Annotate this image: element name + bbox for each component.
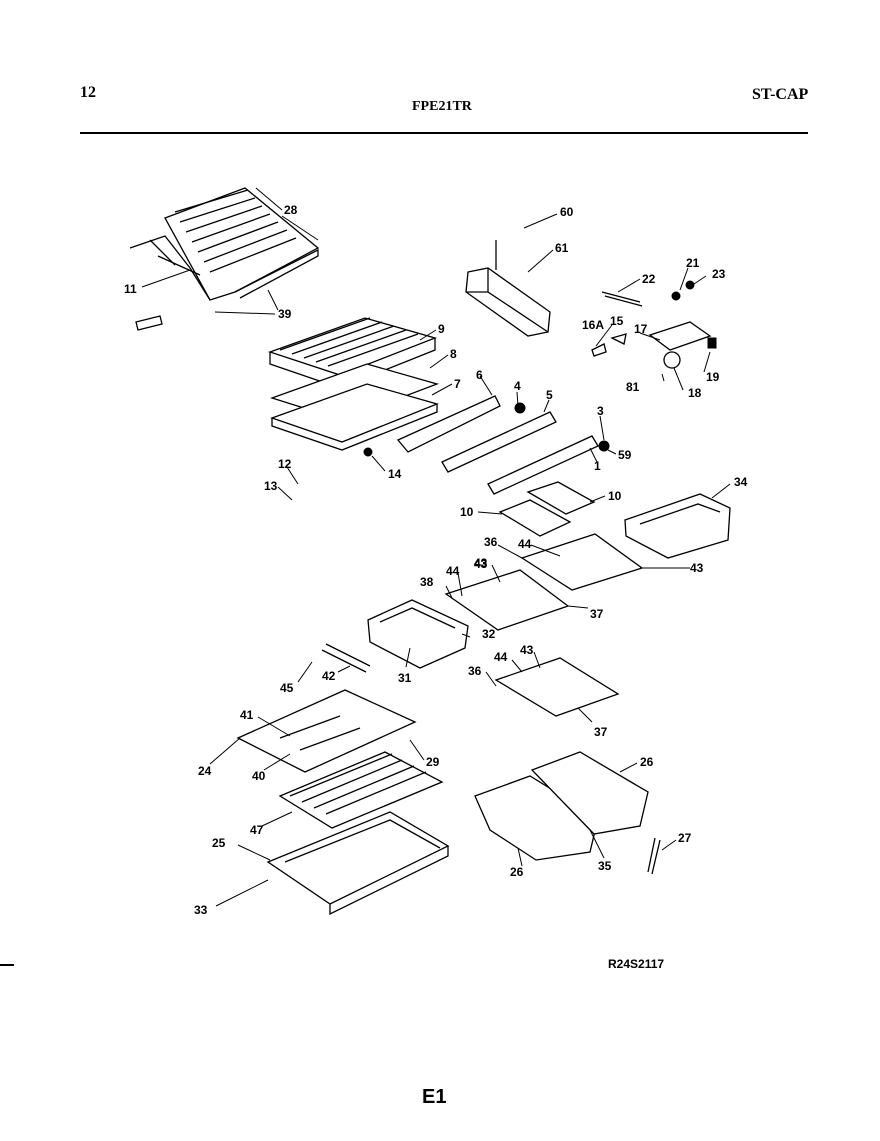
part-label: 59 [618,448,632,462]
part-label: 43 [474,557,488,571]
shelf-rail-part [363,395,610,495]
crisper-frame-part [266,811,450,916]
part-label: 8 [450,347,457,361]
part-label: 9 [438,322,445,336]
part-label: 17 [634,322,648,336]
part-label: 23 [712,267,726,281]
callout-labels: 28 11 39 60 61 22 21 23 16A 15 17 81 18 … [124,203,748,917]
ice-maker-housing-part [465,240,551,337]
part-label: 10 [608,489,622,503]
part-label: 3 [597,404,604,418]
part-label: 33 [194,903,208,917]
part-label: 16A [582,318,604,332]
part-label: 40 [252,769,266,783]
part-label: 43 [474,556,488,570]
part-label: 60 [560,205,574,219]
part-label: 38 [420,575,434,589]
leader-lines [141,187,731,907]
part-label: 29 [426,755,440,769]
freezer-shelf-stack-part [267,317,440,451]
part-label: 13 [264,479,278,493]
part-label: 31 [398,671,412,685]
part-label: 10 [460,505,474,519]
part-label: 22 [642,272,656,286]
part-label: 47 [250,823,264,837]
part-label: 15 [610,314,624,328]
part-label: 37 [594,725,608,739]
part-label: 5 [546,388,553,402]
freezer-shelf-part [129,187,320,331]
part-label: 14 [388,467,402,481]
crisper-drawer-part [474,751,661,875]
part-label: 36 [468,664,482,678]
part-label: 41 [240,708,254,722]
control-assembly-part [591,280,717,369]
part-label: 18 [688,386,702,400]
crisper-cover-part [278,643,444,829]
part-label: 81 [626,380,640,394]
part-label: 43 [520,643,534,657]
part-label: 35 [598,859,612,873]
part-label: 42 [322,669,336,683]
part-label: 44 [494,650,508,664]
figure-code: R24S2117 [608,957,664,971]
part-label: 24 [198,764,212,778]
part-label: 44 [518,537,532,551]
part-label: 36 [484,535,498,549]
section-label: E1 [422,1086,447,1108]
part-label: 19 [706,370,720,384]
part-label: 21 [686,256,700,270]
part-label: 26 [510,865,524,879]
part-label: 4 [514,379,521,393]
section-code: ST-CAP [752,86,809,103]
part-label: 7 [454,377,461,391]
part-label: 39 [278,307,292,321]
page-number: 12 [80,84,96,101]
part-label: 43 [690,561,704,575]
part-label: 37 [590,607,604,621]
part-label: 1 [594,459,601,473]
model-number: FPE21TR [412,99,472,114]
part-label: 45 [280,681,294,695]
part-label: 61 [555,241,569,255]
part-label: 11 [124,282,137,296]
part-label: 44 [446,564,460,578]
part-label: 32 [482,627,496,641]
part-label: 28 [284,203,298,217]
part-label: 25 [212,836,226,850]
ice-tray-part [498,481,596,537]
header-rule [80,132,808,134]
glass-shelf-part [236,533,644,773]
meat-keeper-part [367,599,469,669]
part-label: 26 [640,755,654,769]
part-label: 6 [476,368,483,382]
part-label: 27 [678,831,692,845]
freezer-bin-part [624,493,731,559]
part-label: 12 [278,457,292,471]
left-margin-mark [0,964,14,966]
part-label: 34 [734,475,748,489]
